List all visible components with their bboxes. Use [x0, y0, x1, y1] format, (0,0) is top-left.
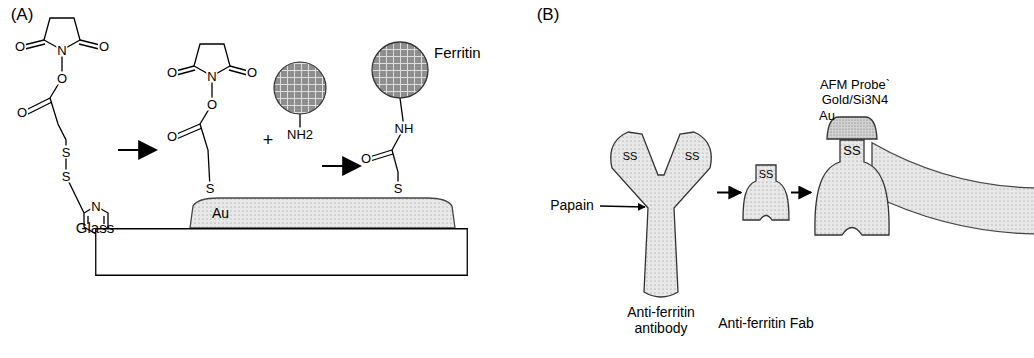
ferritin-sphere	[274, 62, 326, 114]
substrate-label: Glass	[76, 219, 114, 236]
reaction-arrow	[322, 165, 360, 167]
process-arrow	[717, 192, 741, 194]
ferritin-sphere-path	[372, 42, 428, 98]
afm-probe-tip-outline	[640, 0, 940, 150]
pad-label: Au	[819, 109, 835, 124]
atom-label: S	[393, 182, 404, 195]
disulfide-mark: SS	[843, 144, 860, 159]
afm-probe-tip-path	[872, 143, 1034, 234]
ferritin-sphere: Ferritin	[372, 42, 428, 98]
atom-label: O	[16, 106, 28, 119]
atom-label: O	[246, 66, 258, 79]
glass-substrate-outline	[95, 228, 468, 276]
bond	[200, 124, 210, 188]
atom-label: O	[14, 40, 26, 53]
part-label: Anti-ferritin antibody	[611, 304, 711, 336]
atom-label: N	[90, 200, 101, 213]
atom-label: O	[360, 152, 372, 165]
probe-label: AFM Probe` Gold/Si3N4	[805, 77, 905, 107]
bond	[50, 98, 84, 213]
atom-label: N	[206, 70, 217, 83]
atom-label: N	[56, 44, 67, 57]
process-arrow	[791, 192, 811, 194]
disulfide-mark: SS	[685, 150, 700, 163]
gold-layer-path	[190, 198, 455, 228]
enzyme-label: Papain	[549, 198, 595, 212]
gold-layer: Au	[190, 198, 455, 228]
gold-pad: Au	[827, 116, 877, 139]
atom-label: S	[61, 146, 72, 159]
panel-letter: (B)	[537, 6, 560, 23]
disulfide-mark: SS	[759, 168, 774, 181]
fab-fragment-path	[743, 165, 789, 220]
atom-label: O	[56, 72, 68, 85]
glass-substrate-path	[96, 229, 468, 276]
afm-probe-tip: Au AFM Probe` Gold/Si3N4	[640, 0, 1034, 140]
ferritin-sphere-outline	[372, 42, 428, 98]
bound-fab-fragment-path	[815, 140, 889, 235]
atom-label: O	[206, 98, 218, 111]
group-label: NH	[394, 122, 415, 135]
group-label: NH2	[286, 128, 314, 141]
atom-label: O	[98, 40, 110, 53]
part-label: Anti-ferritin Fab	[718, 315, 814, 331]
atom-label: S	[61, 170, 72, 183]
atom-label: O	[166, 130, 178, 143]
atom-label: S	[205, 182, 216, 195]
reaction-arrow	[118, 149, 156, 151]
atom-label: O	[166, 66, 178, 79]
antibody-shape-path	[611, 132, 712, 297]
plus-sign: +	[263, 131, 274, 149]
glass-substrate: Glass	[95, 228, 468, 276]
disulfide-mark: SS	[623, 150, 638, 163]
antibody-shape-outline	[606, 120, 716, 300]
gold-layer-outline	[190, 198, 455, 228]
leader-arrow	[600, 206, 645, 207]
node-label: Ferritin	[434, 44, 481, 61]
antibody-shape: SSSSAnti-ferritin antibody	[606, 120, 716, 300]
fab-fragment: SSAnti-ferritin Fab	[742, 165, 790, 220]
bound-fab-fragment: SS	[812, 140, 892, 235]
layer-label: Au	[212, 205, 229, 221]
panel-letter: (A)	[11, 6, 34, 23]
